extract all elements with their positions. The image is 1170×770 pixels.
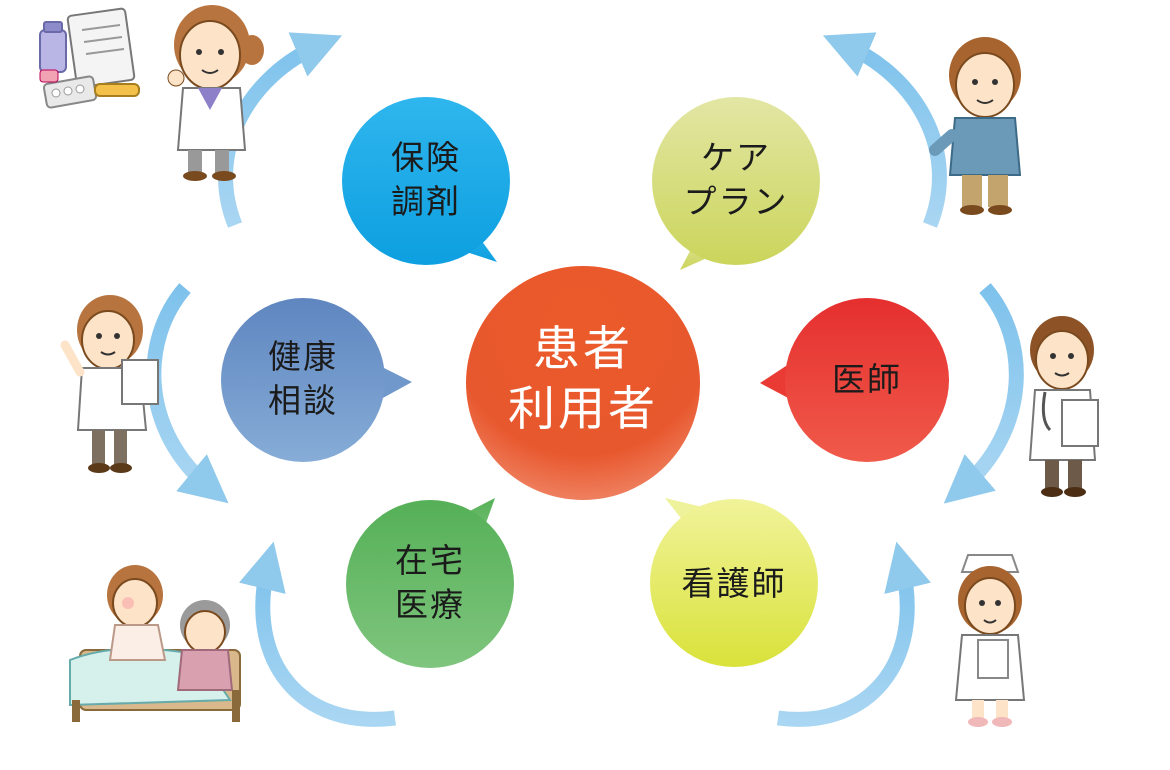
health-advisor-illustration <box>60 295 159 473</box>
medicine-icon <box>39 7 140 109</box>
pharmacist-illustration <box>167 5 264 181</box>
bubble-nurse <box>650 498 818 667</box>
doctor-illustration <box>1028 316 1099 497</box>
label-pharmacy: 保険 調剤 <box>342 136 510 223</box>
pharmacy-line-2: 調剤 <box>391 181 461 221</box>
homecare-line-2: 医療 <box>395 584 465 624</box>
label-nurse: 看護師 <box>650 562 818 606</box>
homecare-line-1: 在宅 <box>395 541 465 580</box>
center-circle <box>466 266 700 500</box>
care-manager-illustration <box>929 37 1022 215</box>
careplan-line-2: プラン <box>683 181 789 221</box>
arrow-mid-left <box>146 283 229 504</box>
center-line-2: 利用者 <box>508 382 658 438</box>
bubble-homecare <box>346 498 514 668</box>
bubble-health <box>221 298 412 462</box>
nurse-illustration <box>954 554 1026 727</box>
arrow-bottom-right <box>777 541 931 727</box>
label-careplan: ケア プラン <box>652 136 820 223</box>
arrow-bottom-left <box>239 541 396 727</box>
bubble-doctor <box>760 298 949 462</box>
bubble-pharmacy <box>342 97 510 265</box>
home-care-illustration <box>69 565 241 722</box>
arrow-mid-right <box>943 283 1024 504</box>
label-health: 健康 相談 <box>221 335 385 422</box>
health-line-1: 健康 <box>268 337 338 376</box>
health-line-2: 相談 <box>268 380 338 420</box>
pharmacy-line-1: 保険 <box>391 138 461 177</box>
center-label: 患者 利用者 <box>466 320 700 440</box>
doctor-line-1: 医師 <box>832 360 902 399</box>
bubble-careplan <box>652 97 820 270</box>
center-line-1: 患者 <box>533 322 633 377</box>
label-homecare: 在宅 医療 <box>346 539 514 626</box>
careplan-line-1: ケア <box>701 138 771 177</box>
arrow-top-right <box>822 32 947 228</box>
label-doctor: 医師 <box>785 358 949 402</box>
nurse-line-1: 看護師 <box>681 564 787 603</box>
